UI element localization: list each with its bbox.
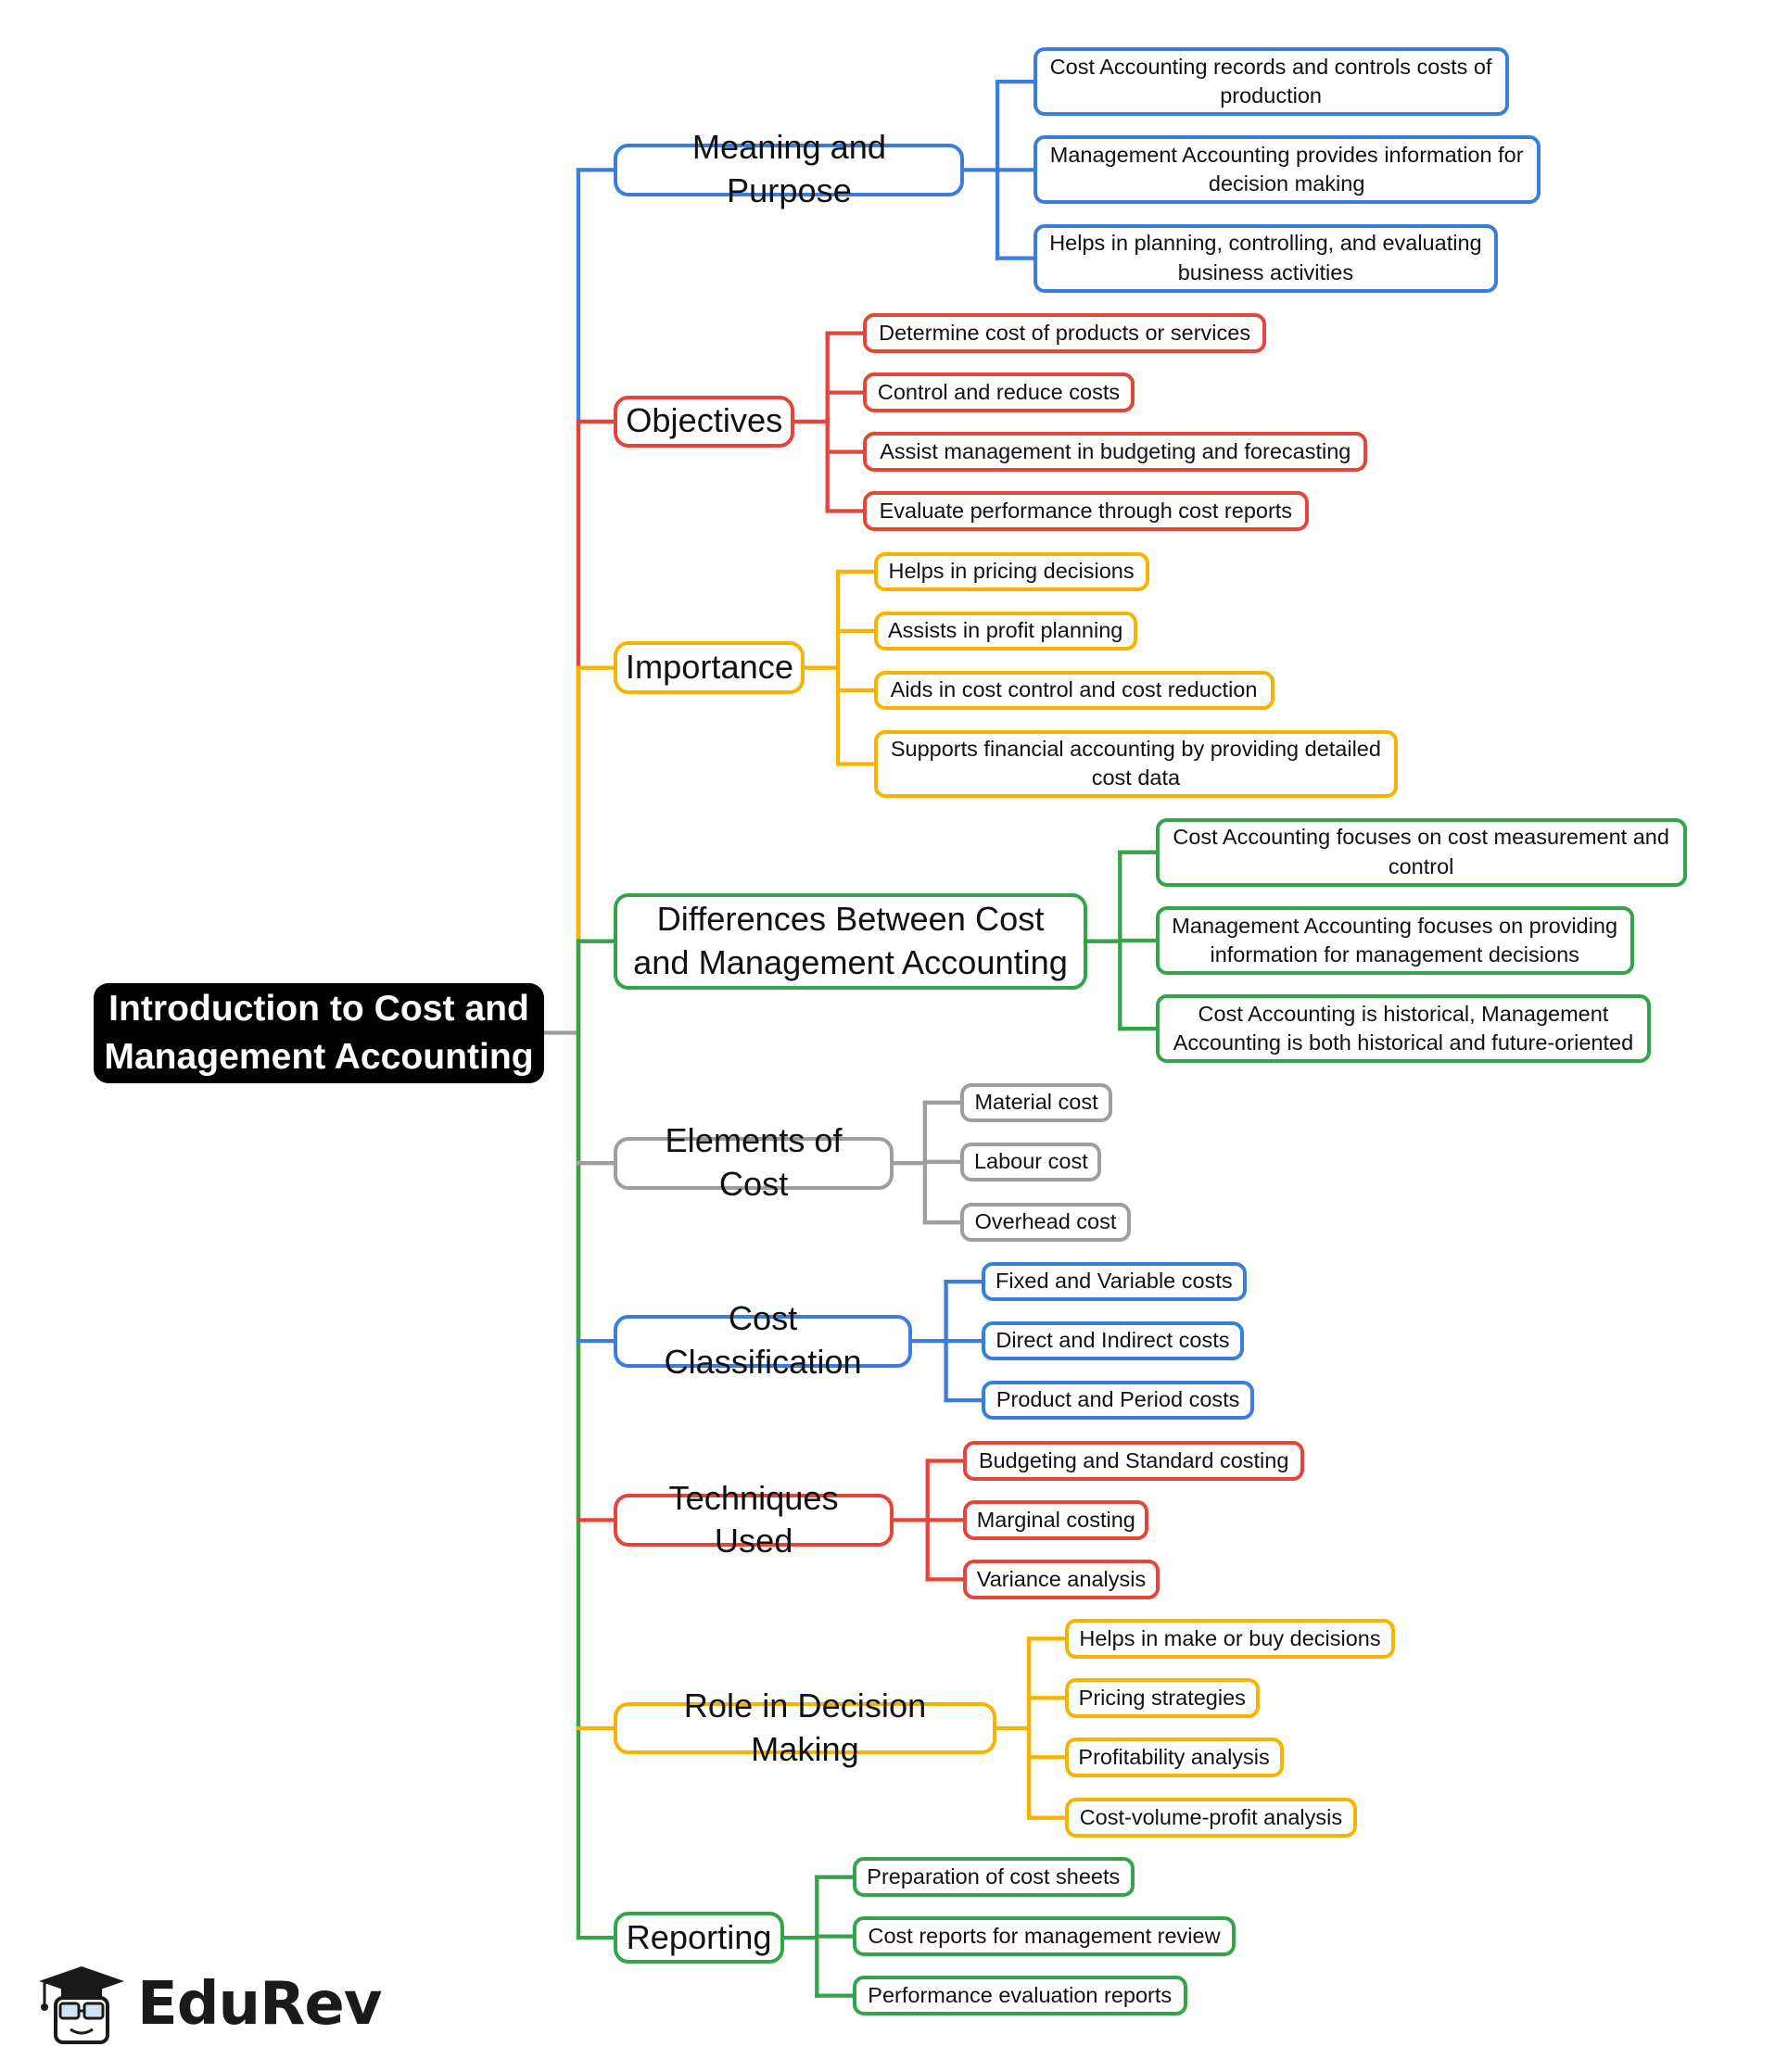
leaf-helps-in-pricing-decisions: Helps in pricing decisions [873, 551, 1149, 592]
leaf-direct-and-indirect-costs-label: Direct and Indirect costs [995, 1328, 1230, 1353]
branch-techniques-used-label: Techniques Used [668, 1478, 839, 1560]
leaf-labour-cost: Labour cost [960, 1142, 1102, 1182]
leaf-assist-management-in-budgeting-and-forec-label: Assist management in budgeting and forec… [880, 438, 1351, 463]
leaf-variance-analysis: Variance analysis [963, 1560, 1160, 1599]
leaf-cost-accounting-is-historical-management-label: Cost Accounting is historical, Managemen… [1173, 1001, 1634, 1055]
graduation-cap-mascot-icon [39, 1966, 124, 2044]
leaf-budgeting-and-standard-costing: Budgeting and Standard costing [963, 1441, 1305, 1481]
leaf-management-accounting-focuses-on-providi-label: Management Accounting focuses on providi… [1172, 913, 1618, 967]
leaf-variance-analysis-label: Variance analysis [976, 1566, 1147, 1591]
leaf-assists-in-profit-planning-label: Assists in profit planning [887, 618, 1123, 643]
branch-cost-classification-label: Cost Classification [664, 1299, 862, 1382]
leaf-cost-volume-profit-analysis-label: Cost-volume-profit analysis [1079, 1805, 1343, 1830]
branch-role-in-decision-making: Role in Decision Making [614, 1687, 996, 1768]
leaf-material-cost: Material cost [960, 1082, 1112, 1123]
branch-objectives: Objectives [614, 395, 795, 449]
leaf-determine-cost-of-products-or-services: Determine cost of products or services [863, 313, 1267, 353]
branch-reporting: Reporting [614, 1911, 784, 1965]
branch-elements-of-cost-label: Elements of Cost [665, 1121, 843, 1204]
branch-importance: Importance [614, 641, 805, 695]
leaf-product-and-period-costs-label: Product and Period costs [995, 1387, 1240, 1412]
leaf-performance-evaluation-reports-label: Performance evaluation reports [868, 1982, 1173, 2007]
leaf-profitability-analysis: Profitability analysis [1064, 1737, 1284, 1777]
leaf-cost-accounting-focuses-on-cost-measurem: Cost Accounting focuses on cost measurem… [1155, 817, 1687, 887]
leaf-helps-in-make-or-buy-decisions-label: Helps in make or buy decisions [1079, 1625, 1381, 1650]
leaf-labour-cost-label: Labour cost [973, 1149, 1088, 1174]
leaf-management-accounting-provides-informati-label: Management Accounting provides informati… [1049, 143, 1524, 196]
leaf-cost-accounting-records-and-controls-cos: Cost Accounting records and controls cos… [1033, 47, 1509, 117]
leaf-preparation-of-cost-sheets-label: Preparation of cost sheets [867, 1864, 1121, 1889]
leaf-management-accounting-provides-informati: Management Accounting provides informati… [1033, 135, 1541, 205]
leaf-material-cost-label: Material cost [974, 1090, 1098, 1115]
branch-techniques-used: Techniques Used [614, 1479, 894, 1560]
leaf-helps-in-make-or-buy-decisions: Helps in make or buy decisions [1064, 1619, 1396, 1659]
branch-differences-between-cost-and-management-: Differences Between Cost and Management … [614, 892, 1087, 990]
leaf-budgeting-and-standard-costing-label: Budgeting and Standard costing [978, 1447, 1289, 1472]
leaf-product-and-period-costs: Product and Period costs [982, 1380, 1255, 1421]
branch-meaning-and-purpose-label: Meaning and Purpose [691, 128, 887, 210]
leaf-supports-financial-accounting-by-providi: Supports financial accounting by providi… [873, 729, 1399, 799]
branch-elements-of-cost: Elements of Cost [614, 1121, 894, 1203]
leaf-marginal-costing-label: Marginal costing [976, 1507, 1135, 1532]
leaf-cost-accounting-is-historical-management: Cost Accounting is historical, Managemen… [1155, 994, 1652, 1064]
branch-role-in-decision-making-label: Role in Decision Making [683, 1687, 927, 1769]
leaf-control-and-reduce-costs: Control and reduce costs [863, 373, 1135, 412]
branch-cost-classification: Cost Classification [614, 1299, 912, 1381]
leaf-determine-cost-of-products-or-services-label: Determine cost of products or services [879, 320, 1251, 345]
leaf-cost-accounting-focuses-on-cost-measurem-label: Cost Accounting focuses on cost measurem… [1173, 825, 1669, 878]
leaf-supports-financial-accounting-by-providi-label: Supports financial accounting by providi… [890, 737, 1381, 790]
leaf-pricing-strategies-label: Pricing strategies [1078, 1685, 1246, 1710]
branch-reporting-label: Reporting [626, 1917, 772, 1956]
leaf-fixed-and-variable-costs-label: Fixed and Variable costs [995, 1269, 1233, 1294]
leaf-overhead-cost-label: Overhead cost [974, 1209, 1117, 1234]
leaf-control-and-reduce-costs-label: Control and reduce costs [877, 379, 1121, 404]
leaf-marginal-costing: Marginal costing [963, 1500, 1149, 1540]
branch-differences-between-cost-and-management--label: Differences Between Cost and Management … [633, 899, 1068, 981]
leaf-helps-in-planning-controlling-and-evalua: Helps in planning, controlling, and eval… [1033, 223, 1499, 293]
leaf-aids-in-cost-control-and-cost-reduction-label: Aids in cost control and cost reduction [890, 677, 1258, 702]
leaf-cost-accounting-records-and-controls-cos-label: Cost Accounting records and controls cos… [1049, 54, 1492, 108]
branch-importance-label: Importance [625, 648, 793, 687]
leaf-profitability-analysis-label: Profitability analysis [1078, 1744, 1270, 1769]
leaf-pricing-strategies: Pricing strategies [1064, 1678, 1260, 1718]
edurev-logo: EduRev [35, 1963, 382, 2046]
leaf-overhead-cost: Overhead cost [960, 1202, 1131, 1243]
leaf-cost-reports-for-management-review-label: Cost reports for management review [868, 1923, 1221, 1948]
branch-meaning-and-purpose: Meaning and Purpose [614, 128, 965, 209]
leaf-aids-in-cost-control-and-cost-reduction: Aids in cost control and cost reduction [873, 670, 1274, 711]
root-node: Introduction to Cost and Management Acco… [93, 982, 545, 1083]
leaf-management-accounting-focuses-on-providi: Management Accounting focuses on providi… [1155, 906, 1634, 975]
leaf-fixed-and-variable-costs: Fixed and Variable costs [982, 1261, 1247, 1302]
leaf-cost-volume-profit-analysis: Cost-volume-profit analysis [1064, 1798, 1358, 1838]
leaf-cost-reports-for-management-review: Cost reports for management review [852, 1916, 1236, 1956]
leaf-assists-in-profit-planning: Assists in profit planning [873, 611, 1137, 651]
root-node-label: Introduction to Cost and Management Acco… [104, 989, 534, 1077]
leaf-preparation-of-cost-sheets: Preparation of cost sheets [852, 1857, 1135, 1897]
leaf-evaluate-performance-through-cost-report-label: Evaluate performance through cost report… [879, 498, 1293, 523]
leaf-evaluate-performance-through-cost-report: Evaluate performance through cost report… [863, 491, 1309, 531]
leaf-assist-management-in-budgeting-and-forec: Assist management in budgeting and forec… [863, 432, 1368, 472]
branch-objectives-label: Objectives [626, 401, 783, 440]
logo-text: EduRev [137, 1970, 382, 2039]
leaf-helps-in-pricing-decisions-label: Helps in pricing decisions [888, 559, 1135, 584]
leaf-direct-and-indirect-costs: Direct and Indirect costs [982, 1320, 1244, 1361]
leaf-helps-in-planning-controlling-and-evalua-label: Helps in planning, controlling, and eval… [1049, 231, 1482, 284]
leaf-performance-evaluation-reports: Performance evaluation reports [852, 1976, 1187, 2015]
